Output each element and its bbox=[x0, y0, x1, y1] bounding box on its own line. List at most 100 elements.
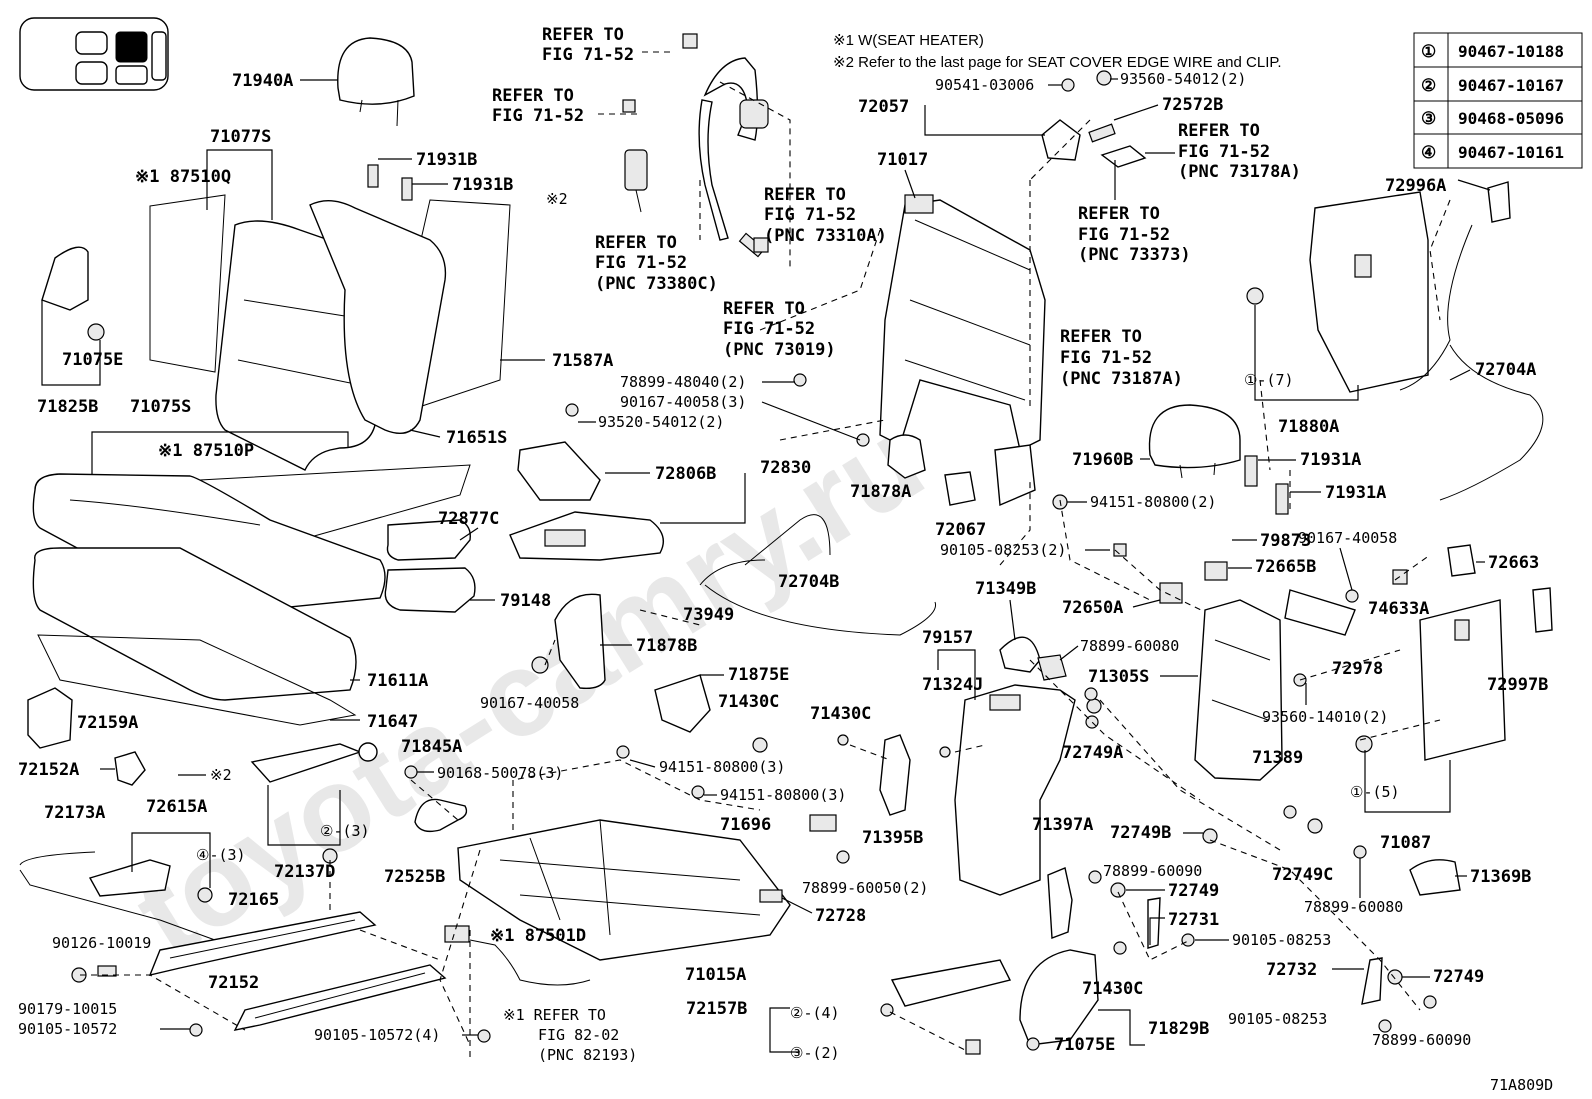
label-71075E-a: 71075E bbox=[62, 350, 123, 370]
legend-num-2: ② bbox=[1421, 76, 1436, 96]
label-x2-a: ※2 bbox=[546, 190, 568, 208]
label-79873: 79873 bbox=[1260, 531, 1311, 551]
refer-82-02-1: ※1 REFER TO bbox=[503, 1006, 606, 1024]
label-72997B: 72997B bbox=[1487, 675, 1548, 695]
label-72665B: 72665B bbox=[1255, 557, 1316, 577]
label-71878B: 71878B bbox=[636, 636, 697, 656]
label-72877C: 72877C bbox=[438, 509, 499, 529]
refer-73380C-2: FIG 71-52 bbox=[595, 253, 687, 273]
part-labels: 71940A 71077S ※1 87510Q 71931B 71931B ※2… bbox=[18, 25, 1548, 1064]
label-78899-48040: 78899-48040(2) bbox=[620, 373, 746, 391]
label-71829B: 71829B bbox=[1148, 1019, 1209, 1039]
label-90105-10572: 90105-10572 bbox=[18, 1020, 117, 1038]
label-71389: 71389 bbox=[1252, 748, 1303, 768]
label-c1-7: ①-(7) bbox=[1244, 371, 1294, 389]
label-72173A: 72173A bbox=[44, 803, 105, 823]
label-90541-03006: 90541-03006 bbox=[935, 76, 1034, 94]
refer-fig-71-52-a-1: REFER TO bbox=[542, 25, 624, 45]
figure-id: 71A809D bbox=[1490, 1076, 1553, 1094]
refer-73373-1: REFER TO bbox=[1078, 204, 1160, 224]
label-90167-40058-3: 90167-40058(3) bbox=[620, 393, 746, 411]
label-71017: 71017 bbox=[877, 150, 928, 170]
label-71845A: 71845A bbox=[401, 737, 462, 757]
label-90168-50078: 90168-50078(3) bbox=[437, 764, 563, 782]
label-c2-3: ②-(3) bbox=[320, 822, 370, 840]
label-79148: 79148 bbox=[500, 591, 551, 611]
label-94151-80800-b: 94151-80800(3) bbox=[720, 786, 846, 804]
label-x2-b: ※2 bbox=[210, 766, 232, 784]
legend-code-1: 90467-10188 bbox=[1458, 42, 1564, 61]
refer-73373-3: (PNC 73373) bbox=[1078, 245, 1191, 265]
refer-73187A-2: FIG 71-52 bbox=[1060, 348, 1152, 368]
label-72996A: 72996A bbox=[1385, 176, 1446, 196]
label-78899-60090-b: 78899-60090 bbox=[1372, 1031, 1471, 1049]
label-71611A: 71611A bbox=[367, 671, 428, 691]
part-shapes bbox=[19, 33, 1553, 1055]
label-71430C-b: 71430C bbox=[810, 704, 871, 724]
label-71324J: 71324J bbox=[922, 675, 983, 695]
label-71931A-a: 71931A bbox=[1300, 450, 1361, 470]
legend-code-4: 90467-10161 bbox=[1458, 143, 1564, 162]
label-72704B: 72704B bbox=[778, 572, 839, 592]
label-78899-60050: 78899-60050(2) bbox=[802, 879, 928, 897]
label-72732: 72732 bbox=[1266, 960, 1317, 980]
label-72165: 72165 bbox=[228, 890, 279, 910]
label-93560-14010: 93560-14010(2) bbox=[1262, 708, 1388, 726]
label-72137D: 72137D bbox=[274, 862, 335, 882]
label-72525B: 72525B bbox=[384, 867, 445, 887]
legend-code-3: 90468-05096 bbox=[1458, 109, 1564, 128]
label-c3-2: ③-(2) bbox=[790, 1044, 840, 1062]
label-93520-54012: 93520-54012(2) bbox=[598, 413, 724, 431]
label-71651S: 71651S bbox=[446, 428, 507, 448]
label-72731: 72731 bbox=[1168, 910, 1219, 930]
label-71960B: 71960B bbox=[1072, 450, 1133, 470]
label-72615A: 72615A bbox=[146, 797, 207, 817]
label-78899-60080-a: 78899-60080 bbox=[1080, 637, 1179, 655]
label-71395B: 71395B bbox=[862, 828, 923, 848]
refer-73380C-1: REFER TO bbox=[595, 233, 677, 253]
label-90105-08253-2: 90105-08253(2) bbox=[940, 541, 1066, 559]
label-71015A: 71015A bbox=[685, 965, 746, 985]
label-c2-4: ②-(4) bbox=[790, 1004, 840, 1022]
label-72650A: 72650A bbox=[1062, 598, 1123, 618]
label-71430C-a: 71430C bbox=[718, 692, 779, 712]
label-c4-3: ④-(3) bbox=[196, 846, 246, 864]
label-71696: 71696 bbox=[720, 815, 771, 835]
label-87501D: ※1 87501D bbox=[490, 926, 586, 946]
label-71075E-b: 71075E bbox=[1054, 1035, 1115, 1055]
refer-73310A-2: FIG 71-52 bbox=[764, 205, 856, 225]
label-71825B: 71825B bbox=[37, 397, 98, 417]
label-71075S: 71075S bbox=[130, 397, 191, 417]
note-edge-wire: ※2 Refer to the last page for SEAT COVER… bbox=[833, 54, 1282, 71]
label-87510Q: ※1 87510Q bbox=[135, 167, 231, 187]
label-94151-80800-a: 94151-80800(3) bbox=[659, 758, 785, 776]
label-90105-08253-a: 90105-08253 bbox=[1232, 931, 1331, 949]
label-71077S: 71077S bbox=[210, 127, 271, 147]
refer-73310A-1: REFER TO bbox=[764, 185, 846, 205]
legend-code-2: 90467-10167 bbox=[1458, 76, 1564, 95]
label-71305S: 71305S bbox=[1088, 667, 1149, 687]
refer-82-02-2: FIG 82-02 bbox=[538, 1026, 619, 1044]
label-71430C-c: 71430C bbox=[1082, 979, 1143, 999]
label-73949: 73949 bbox=[683, 605, 734, 625]
refer-73373-2: FIG 71-52 bbox=[1078, 225, 1170, 245]
label-72749B: 72749B bbox=[1110, 823, 1171, 843]
label-93560-54012: 93560-54012(2) bbox=[1120, 70, 1246, 88]
label-71931B-b: 71931B bbox=[452, 175, 513, 195]
label-72749-a: 72749 bbox=[1168, 881, 1219, 901]
label-c1-5: ①-(5) bbox=[1350, 783, 1400, 801]
refer-fig-71-52-b-1: REFER TO bbox=[492, 86, 574, 106]
refer-73310A-3: (PNC 73310A) bbox=[764, 226, 887, 246]
label-71880A: 71880A bbox=[1278, 417, 1339, 437]
label-71875E: 71875E bbox=[728, 665, 789, 685]
refer-fig-71-52-a-2: FIG 71-52 bbox=[542, 45, 634, 65]
label-90167-40058-b: 90167-40058 bbox=[1298, 529, 1397, 547]
refer-73187A-3: (PNC 73187A) bbox=[1060, 369, 1183, 389]
label-87510P: ※1 87510P bbox=[158, 441, 254, 461]
legend-num-1: ① bbox=[1421, 42, 1436, 62]
note-seat-heater: ※1 W(SEAT HEATER) bbox=[833, 32, 984, 49]
refer-73178A-1: REFER TO bbox=[1178, 121, 1260, 141]
label-72830: 72830 bbox=[760, 458, 811, 478]
label-72157B: 72157B bbox=[686, 999, 747, 1019]
label-72749-b: 72749 bbox=[1433, 967, 1484, 987]
